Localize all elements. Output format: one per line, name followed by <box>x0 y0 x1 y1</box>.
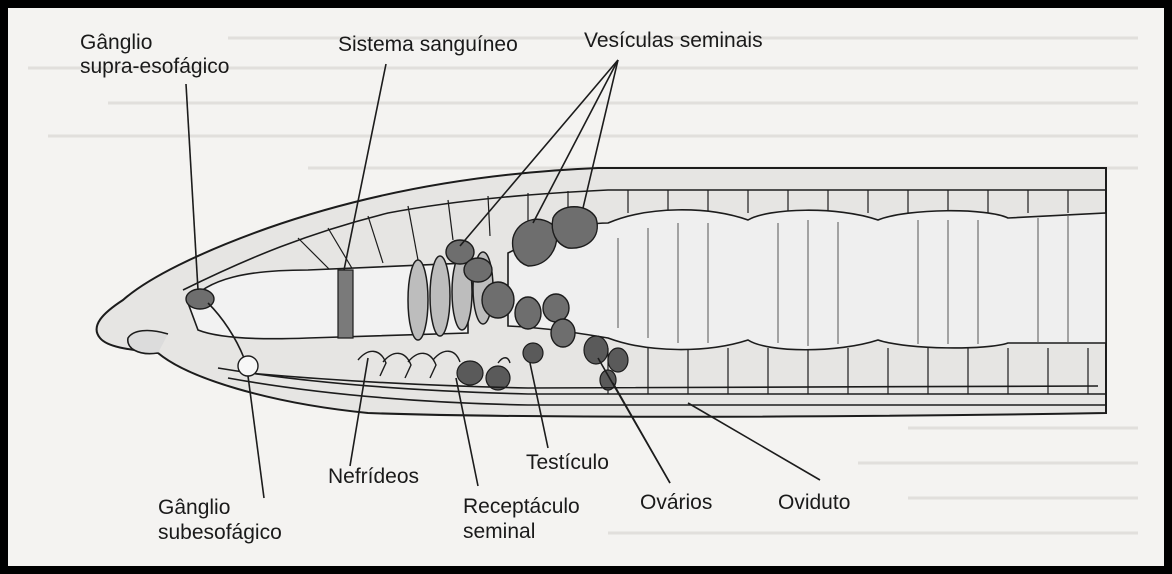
label-ganglio-sub-line2: subesofágico <box>158 521 282 544</box>
label-ganglio-supra-line1: Gânglio <box>80 31 153 54</box>
label-sistema-sanguineo: Sistema sanguíneo <box>338 33 518 56</box>
figure-frame: Gânglio supra-esofágico Sistema sanguíne… <box>8 8 1164 566</box>
reproductive-organs <box>456 335 629 391</box>
label-testiculo: Testículo <box>526 451 609 474</box>
label-ovarios: Ovários <box>640 491 713 514</box>
label-vesiculas-seminais: Vesículas seminais <box>584 29 763 52</box>
label-receptaculo-line2: seminal <box>463 520 536 543</box>
nephridia <box>357 350 511 379</box>
circumpharyngeal-connective <box>207 302 245 359</box>
dorsal-blood-vessel <box>337 269 354 339</box>
coelom-lining <box>182 189 1106 291</box>
intestine-folds <box>617 216 1069 346</box>
label-receptaculo-line1: Receptáculo <box>463 495 580 518</box>
leader-lines <box>185 59 821 499</box>
label-oviduto: Oviduto <box>778 491 851 514</box>
intestine <box>507 209 1107 351</box>
earthworm-diagram <box>28 36 1138 535</box>
ventral-wall-line-2 <box>227 377 1106 406</box>
cerebral-ganglia <box>185 288 215 310</box>
subpharyngeal-ganglion <box>237 355 259 377</box>
seminal-vesicles <box>445 206 598 348</box>
label-nefrideos: Nefrídeos <box>328 465 420 488</box>
prostomium <box>127 329 169 355</box>
label-ganglio-sub-line1: Gânglio <box>158 496 231 519</box>
ventral-nerve-cord <box>247 372 1099 389</box>
label-ganglio-supra-line2: supra-esofágico <box>80 55 230 78</box>
